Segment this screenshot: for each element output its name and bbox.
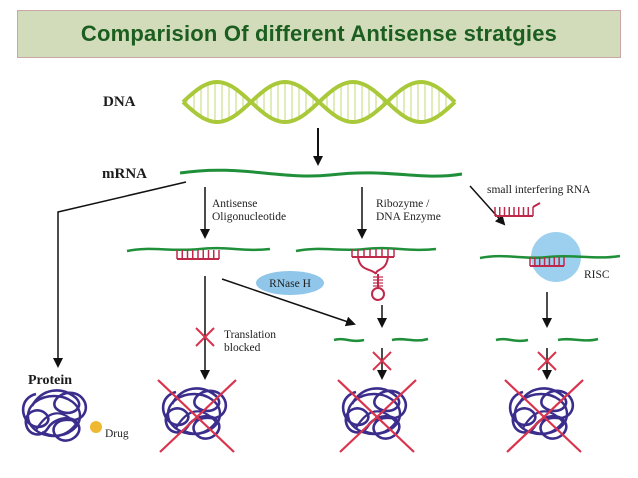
sirna-overhang bbox=[532, 202, 541, 208]
antisense-oligo bbox=[176, 250, 220, 260]
protein-blocked-sirna bbox=[504, 379, 584, 453]
ribozyme-structure bbox=[351, 249, 395, 301]
protein-with-drug bbox=[21, 389, 88, 442]
drug-label: Drug bbox=[105, 428, 129, 440]
dna-label: DNA bbox=[103, 94, 136, 110]
ribozyme-loop bbox=[371, 287, 385, 301]
sirna-arrow bbox=[469, 185, 506, 226]
protein-chain-fold bbox=[355, 410, 398, 435]
protein-cross-line bbox=[337, 379, 415, 453]
rnase-h-label: RNase H bbox=[269, 278, 311, 290]
dna-strand-2 bbox=[181, 79, 457, 125]
protein-label: Protein bbox=[28, 373, 72, 388]
ribozyme-label-line1: Ribozyme / bbox=[376, 198, 430, 210]
slide-title: Comparision Of different Antisense strat… bbox=[80, 21, 558, 46]
rnase-h-enzyme bbox=[256, 271, 324, 295]
sirna-duplex bbox=[494, 202, 541, 217]
risc-mrna-strand bbox=[479, 254, 621, 260]
protein-cross-line bbox=[339, 379, 417, 453]
protein-blocked-ribozyme bbox=[337, 379, 417, 453]
ribozyme-label-line2: DNA Enzyme bbox=[376, 211, 441, 223]
ribozyme-mrna-strand bbox=[295, 246, 437, 253]
protein-cross-line bbox=[504, 379, 582, 453]
ribozyme-block-mark bbox=[372, 351, 392, 371]
protein-blocked-antisense bbox=[157, 379, 237, 453]
mrna-label: mRNA bbox=[102, 166, 147, 182]
dna-base-pairs bbox=[186, 82, 454, 122]
translation-blocked-line2: blocked bbox=[224, 342, 261, 354]
protein-chain-fold bbox=[522, 410, 565, 435]
translation-blocked-line1: Translation bbox=[224, 329, 276, 341]
antisense-label-line2: Oligonucleotide bbox=[212, 211, 286, 223]
antisense-label-line1: Antisense bbox=[212, 198, 257, 210]
risc-label: RISC bbox=[584, 269, 610, 281]
protein-chain-fold bbox=[175, 410, 218, 435]
drug-molecule bbox=[90, 421, 102, 433]
risc-guide-strand bbox=[529, 257, 565, 267]
cleaved-mrna-right bbox=[391, 337, 429, 342]
antisense-mrna-strand bbox=[126, 246, 271, 253]
protein-cross-line bbox=[506, 379, 584, 453]
protein-cross-line bbox=[157, 379, 235, 453]
translation-arrow bbox=[53, 181, 187, 368]
protein-cross-line bbox=[159, 379, 237, 453]
title-banner: Comparision Of different Antisense strat… bbox=[17, 10, 621, 58]
cleaved-mrna-left bbox=[333, 337, 365, 343]
mrna-strand bbox=[179, 168, 463, 178]
sirna-label: small interfering RNA bbox=[487, 184, 591, 196]
sirna-block-mark bbox=[537, 351, 557, 371]
risc-cleaved-left bbox=[495, 337, 529, 343]
translation-block-mark bbox=[195, 327, 215, 347]
protein-chain bbox=[21, 389, 88, 442]
protein-chain-fold bbox=[35, 412, 78, 437]
risc-cleaved-right bbox=[557, 337, 599, 342]
ribozyme-arm-left bbox=[357, 256, 377, 275]
rnase-h-arrow bbox=[221, 278, 356, 327]
ribozyme-arm-right bbox=[375, 256, 389, 275]
dna-helix bbox=[181, 79, 457, 125]
